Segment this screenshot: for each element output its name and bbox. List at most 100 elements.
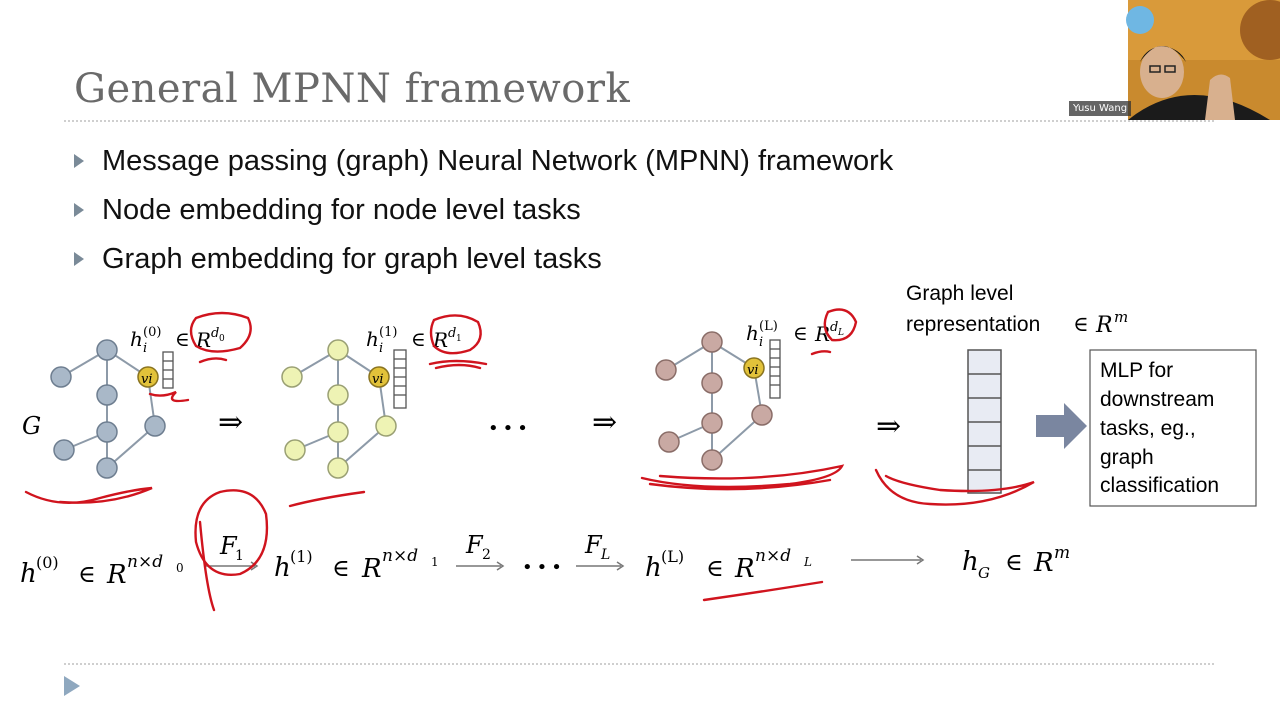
mlp-line: downstream xyxy=(1100,388,1214,411)
block-arrow-icon xyxy=(1036,403,1087,449)
graph-node xyxy=(53,439,75,461)
graph-node xyxy=(375,415,397,437)
bullet-triangle-icon xyxy=(74,202,84,217)
layerL-h: h xyxy=(746,321,759,345)
eq-hG: h xyxy=(962,547,979,577)
red-ink-annotations xyxy=(24,308,1035,612)
footer-divider xyxy=(64,663,1214,665)
node-label: vi xyxy=(141,372,153,387)
eq-h1-space: R xyxy=(361,554,382,584)
eq-in: ∈ xyxy=(332,554,350,582)
eq-h1-sup: (1) xyxy=(290,547,313,566)
graph-node xyxy=(658,431,680,453)
layerL-dim-sub: L xyxy=(837,328,844,338)
graph-embedding-vector xyxy=(967,349,1002,494)
layer0-dim-sub: 0 xyxy=(219,334,225,344)
graph-node xyxy=(701,372,723,394)
graph-node xyxy=(50,366,72,388)
layer0-in: ∈ xyxy=(175,327,190,351)
layer1-dim-sub: 1 xyxy=(456,334,462,344)
eq-fL: F xyxy=(584,531,603,559)
eq-hG-sup: m xyxy=(1054,543,1070,563)
eq-hL-dim: n×d xyxy=(755,546,791,566)
eq-fL-sub: L xyxy=(600,547,610,563)
graph-node xyxy=(96,421,118,443)
ellipsis: ••• xyxy=(488,418,532,439)
layer0-h: h xyxy=(130,327,143,351)
embedding-vector xyxy=(769,339,781,399)
slide-nav-triangle-icon[interactable] xyxy=(64,676,80,696)
eq-f1-sub: 1 xyxy=(235,548,244,564)
input-graph xyxy=(60,349,156,469)
eq-hG-sub: G xyxy=(978,564,990,582)
graph-node xyxy=(327,339,349,361)
bullet-text: Node embedding for node level tasks xyxy=(102,193,581,226)
eq-hG-space: R xyxy=(1033,548,1054,578)
layer1-R: R xyxy=(432,328,448,352)
graph-node xyxy=(327,457,349,479)
graph-rep-m: m xyxy=(1114,308,1128,326)
graph-rep-in: ∈ xyxy=(1073,312,1089,336)
eq-hL-space: R xyxy=(734,554,755,584)
layer1-dim: d xyxy=(448,326,456,341)
mpnn-diagram: vi h (0) i ∈ R d 0 G ⇒ vi h (1) i ∈ xyxy=(20,282,1257,612)
eq-hL-sup: (L) xyxy=(661,547,684,566)
bullet-text: Message passing (graph) Neural Network (… xyxy=(102,144,894,177)
layer1-h: h xyxy=(366,327,379,351)
graph-node xyxy=(96,339,118,361)
eq-h0: h xyxy=(20,559,37,589)
node-label: vi xyxy=(747,363,759,378)
mlp-line: MLP for xyxy=(1100,359,1173,382)
eq-f2: F xyxy=(465,531,484,559)
equation-row: h (0) ∈ R n×d 0 F 1 h (1) ∈ R n×d 1 F 2 … xyxy=(20,531,1070,590)
embedding-vector xyxy=(393,349,407,409)
highlight-node xyxy=(137,366,159,388)
graph-node xyxy=(327,421,349,443)
eq-h0-dim-sub: 0 xyxy=(176,561,184,575)
slide-title: General MPNN framework xyxy=(74,66,631,112)
mlp-box: MLP for downstream tasks, eg., graph cla… xyxy=(1089,349,1257,507)
eq-in: ∈ xyxy=(706,554,724,582)
layer0-sup: (0) xyxy=(143,325,161,340)
graph-node xyxy=(327,384,349,406)
bullet-triangle-icon xyxy=(74,153,84,168)
bullet-triangle-icon xyxy=(74,251,84,266)
highlight-node xyxy=(368,366,390,388)
presenter-name: Yusu Wang xyxy=(1069,101,1132,116)
graph-node xyxy=(281,366,303,388)
bullet-item: Graph embedding for graph level tasks xyxy=(74,234,893,283)
graph-node xyxy=(96,457,118,479)
highlight-node xyxy=(743,357,765,379)
eq-hL-dim-sub: L xyxy=(803,555,812,569)
layer0-R: R xyxy=(195,328,211,352)
graph-label: G xyxy=(22,412,41,440)
eq-f1: F xyxy=(219,532,238,560)
transition-arrow-icon: ⇒ xyxy=(876,409,901,444)
transition-arrow-icon: ⇒ xyxy=(592,405,617,440)
eq-ellipsis: ••• xyxy=(522,557,566,578)
graph-rep-label-line2: representation xyxy=(906,313,1040,336)
graph-node xyxy=(701,331,723,353)
bullet-item: Node embedding for node level tasks xyxy=(74,185,893,234)
title-divider xyxy=(64,120,1214,122)
graph-node xyxy=(701,449,723,471)
eq-h1: h xyxy=(274,553,291,583)
node-label: vi xyxy=(372,372,384,387)
graph-rep-R: R xyxy=(1095,313,1113,338)
eq-in: ∈ xyxy=(78,560,96,588)
graph-node xyxy=(751,404,773,426)
graph-node xyxy=(655,359,677,381)
layer1-sub: i xyxy=(379,341,383,356)
graph-node xyxy=(284,439,306,461)
layer0-dim: d xyxy=(211,326,219,341)
eq-hL: h xyxy=(645,553,662,583)
graph-node xyxy=(96,384,118,406)
transition-arrow-icon: ⇒ xyxy=(218,405,243,440)
eq-h0-dim: n×d xyxy=(127,552,163,572)
layerL-sub: i xyxy=(759,335,763,350)
layerL-in: ∈ xyxy=(793,321,808,345)
mlp-line: graph xyxy=(1100,446,1154,469)
eq-in: ∈ xyxy=(1005,548,1023,576)
graph-node xyxy=(144,415,166,437)
eq-f2-sub: 2 xyxy=(482,547,491,563)
